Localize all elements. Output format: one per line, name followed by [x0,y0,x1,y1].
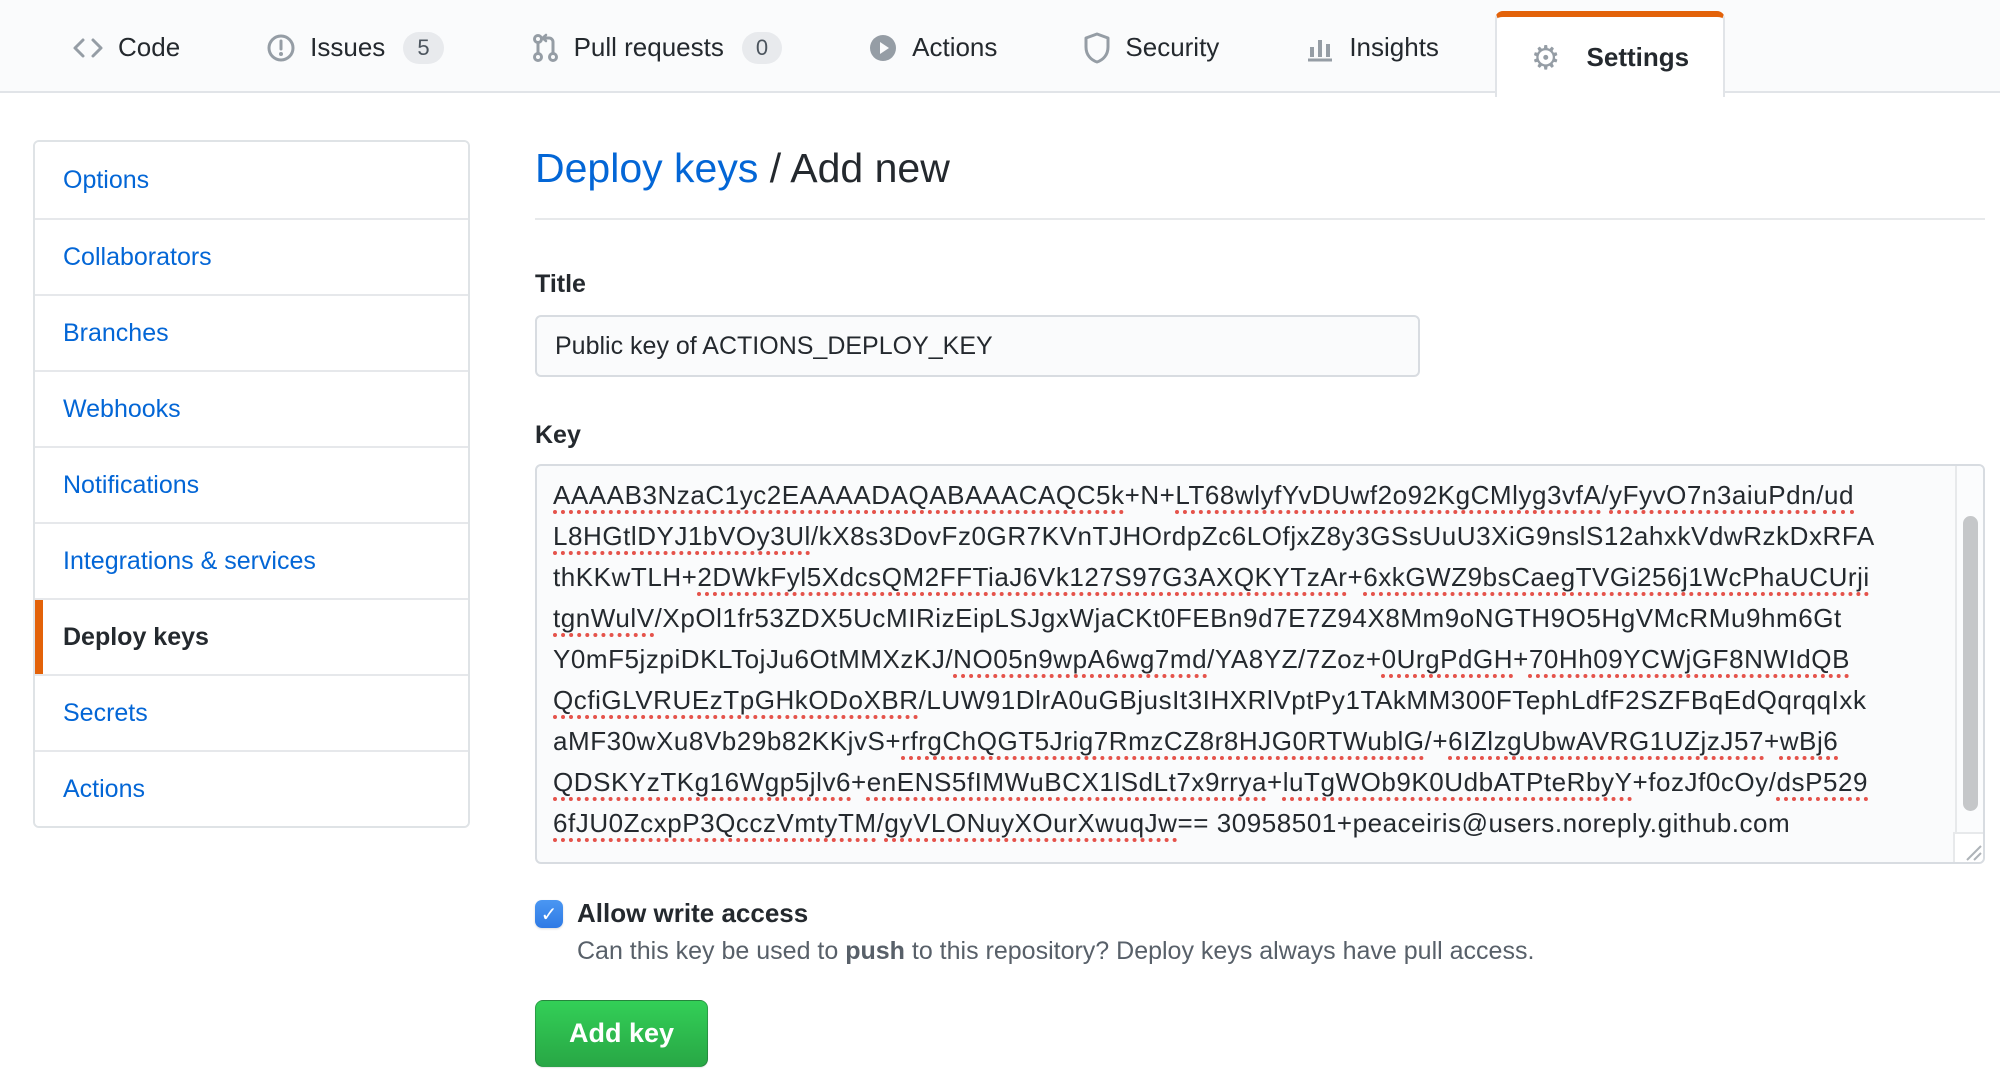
git-pull-request-icon [530,33,560,63]
title-input[interactable] [535,315,1420,377]
key-textarea-scrollbar[interactable] [1955,466,1983,832]
sidebar-item-integrations-services[interactable]: Integrations & services [35,522,468,598]
tab-settings[interactable]: ⚙ Settings [1494,11,1726,97]
issues-count-badge: 5 [403,31,444,64]
gear-icon: ⚙ [1530,37,1561,77]
play-circle-icon [868,33,898,63]
title-field-label: Title [535,270,586,298]
check-icon: ✓ [540,901,558,926]
key-textarea-content: AAAAB3NzaC1yc2EAAAADAQABAAACAQC5k+N+LT68… [553,480,1875,838]
tab-label: Code [118,32,181,62]
tab-label: Actions [912,32,998,62]
add-key-button[interactable]: Add key [535,1000,709,1067]
settings-sidebar: Options Collaborators Branches Webhooks … [33,140,470,828]
textarea-resize-grip[interactable] [1953,832,1983,862]
code-icon [72,35,104,61]
tab-label: Pull requests [573,32,724,62]
breadcrumb-current: Add new [790,145,950,191]
graph-icon [1305,33,1335,63]
breadcrumb-separator: / [758,145,791,191]
tab-label: Settings [1586,41,1690,72]
issue-opened-icon [266,33,296,63]
sidebar-item-options[interactable]: Options [35,142,468,218]
description-text: Can this key be used to [577,937,846,965]
sidebar-item-collaborators[interactable]: Collaborators [35,218,468,294]
tab-label: Insights [1349,32,1439,62]
sidebar-item-notifications[interactable]: Notifications [35,446,468,522]
tab-issues[interactable]: Issues 5 [236,31,473,64]
tab-pull-requests[interactable]: Pull requests 0 [500,31,813,64]
tab-security[interactable]: Security [1053,32,1249,64]
deploy-key-form: Deploy keys / Add new Title Key AAAAB3Nz… [535,142,1985,1067]
breadcrumb-deploy-keys-link[interactable]: Deploy keys [535,145,759,191]
pull-requests-count-badge: 0 [741,31,783,64]
repo-tabs: Code Issues 5 Pull requests 0 Actions [42,0,1751,97]
scrollbar-thumb[interactable] [1963,516,1978,811]
sidebar-item-secrets[interactable]: Secrets [35,674,468,750]
tab-actions[interactable]: Actions [838,32,1027,63]
allow-write-access-row: ✓ Allow write access [535,898,1985,929]
allow-write-access-label[interactable]: Allow write access [577,898,809,928]
page-title: Deploy keys / Add new [535,142,1985,220]
allow-write-access-description: Can this key be used to push to this rep… [577,937,1985,966]
description-bold-word: push [845,937,905,965]
key-field-label: Key [535,421,581,449]
allow-write-access-checkbox[interactable]: ✓ [535,899,563,928]
tab-label: Security [1125,32,1220,62]
shield-icon [1083,32,1111,64]
sidebar-item-branches[interactable]: Branches [35,294,468,370]
tab-code[interactable]: Code [42,32,210,63]
tab-insights[interactable]: Insights [1275,32,1469,63]
key-textarea[interactable]: AAAAB3NzaC1yc2EAAAADAQABAAACAQC5k+N+LT68… [535,464,1985,864]
tab-label: Issues [310,32,386,62]
sidebar-item-deploy-keys[interactable]: Deploy keys [35,598,468,674]
description-text: to this repository? Deploy keys always h… [904,937,1535,965]
sidebar-item-webhooks[interactable]: Webhooks [35,370,468,446]
repo-tab-bar: Code Issues 5 Pull requests 0 Actions [0,0,2000,97]
sidebar-item-actions[interactable]: Actions [35,750,468,826]
